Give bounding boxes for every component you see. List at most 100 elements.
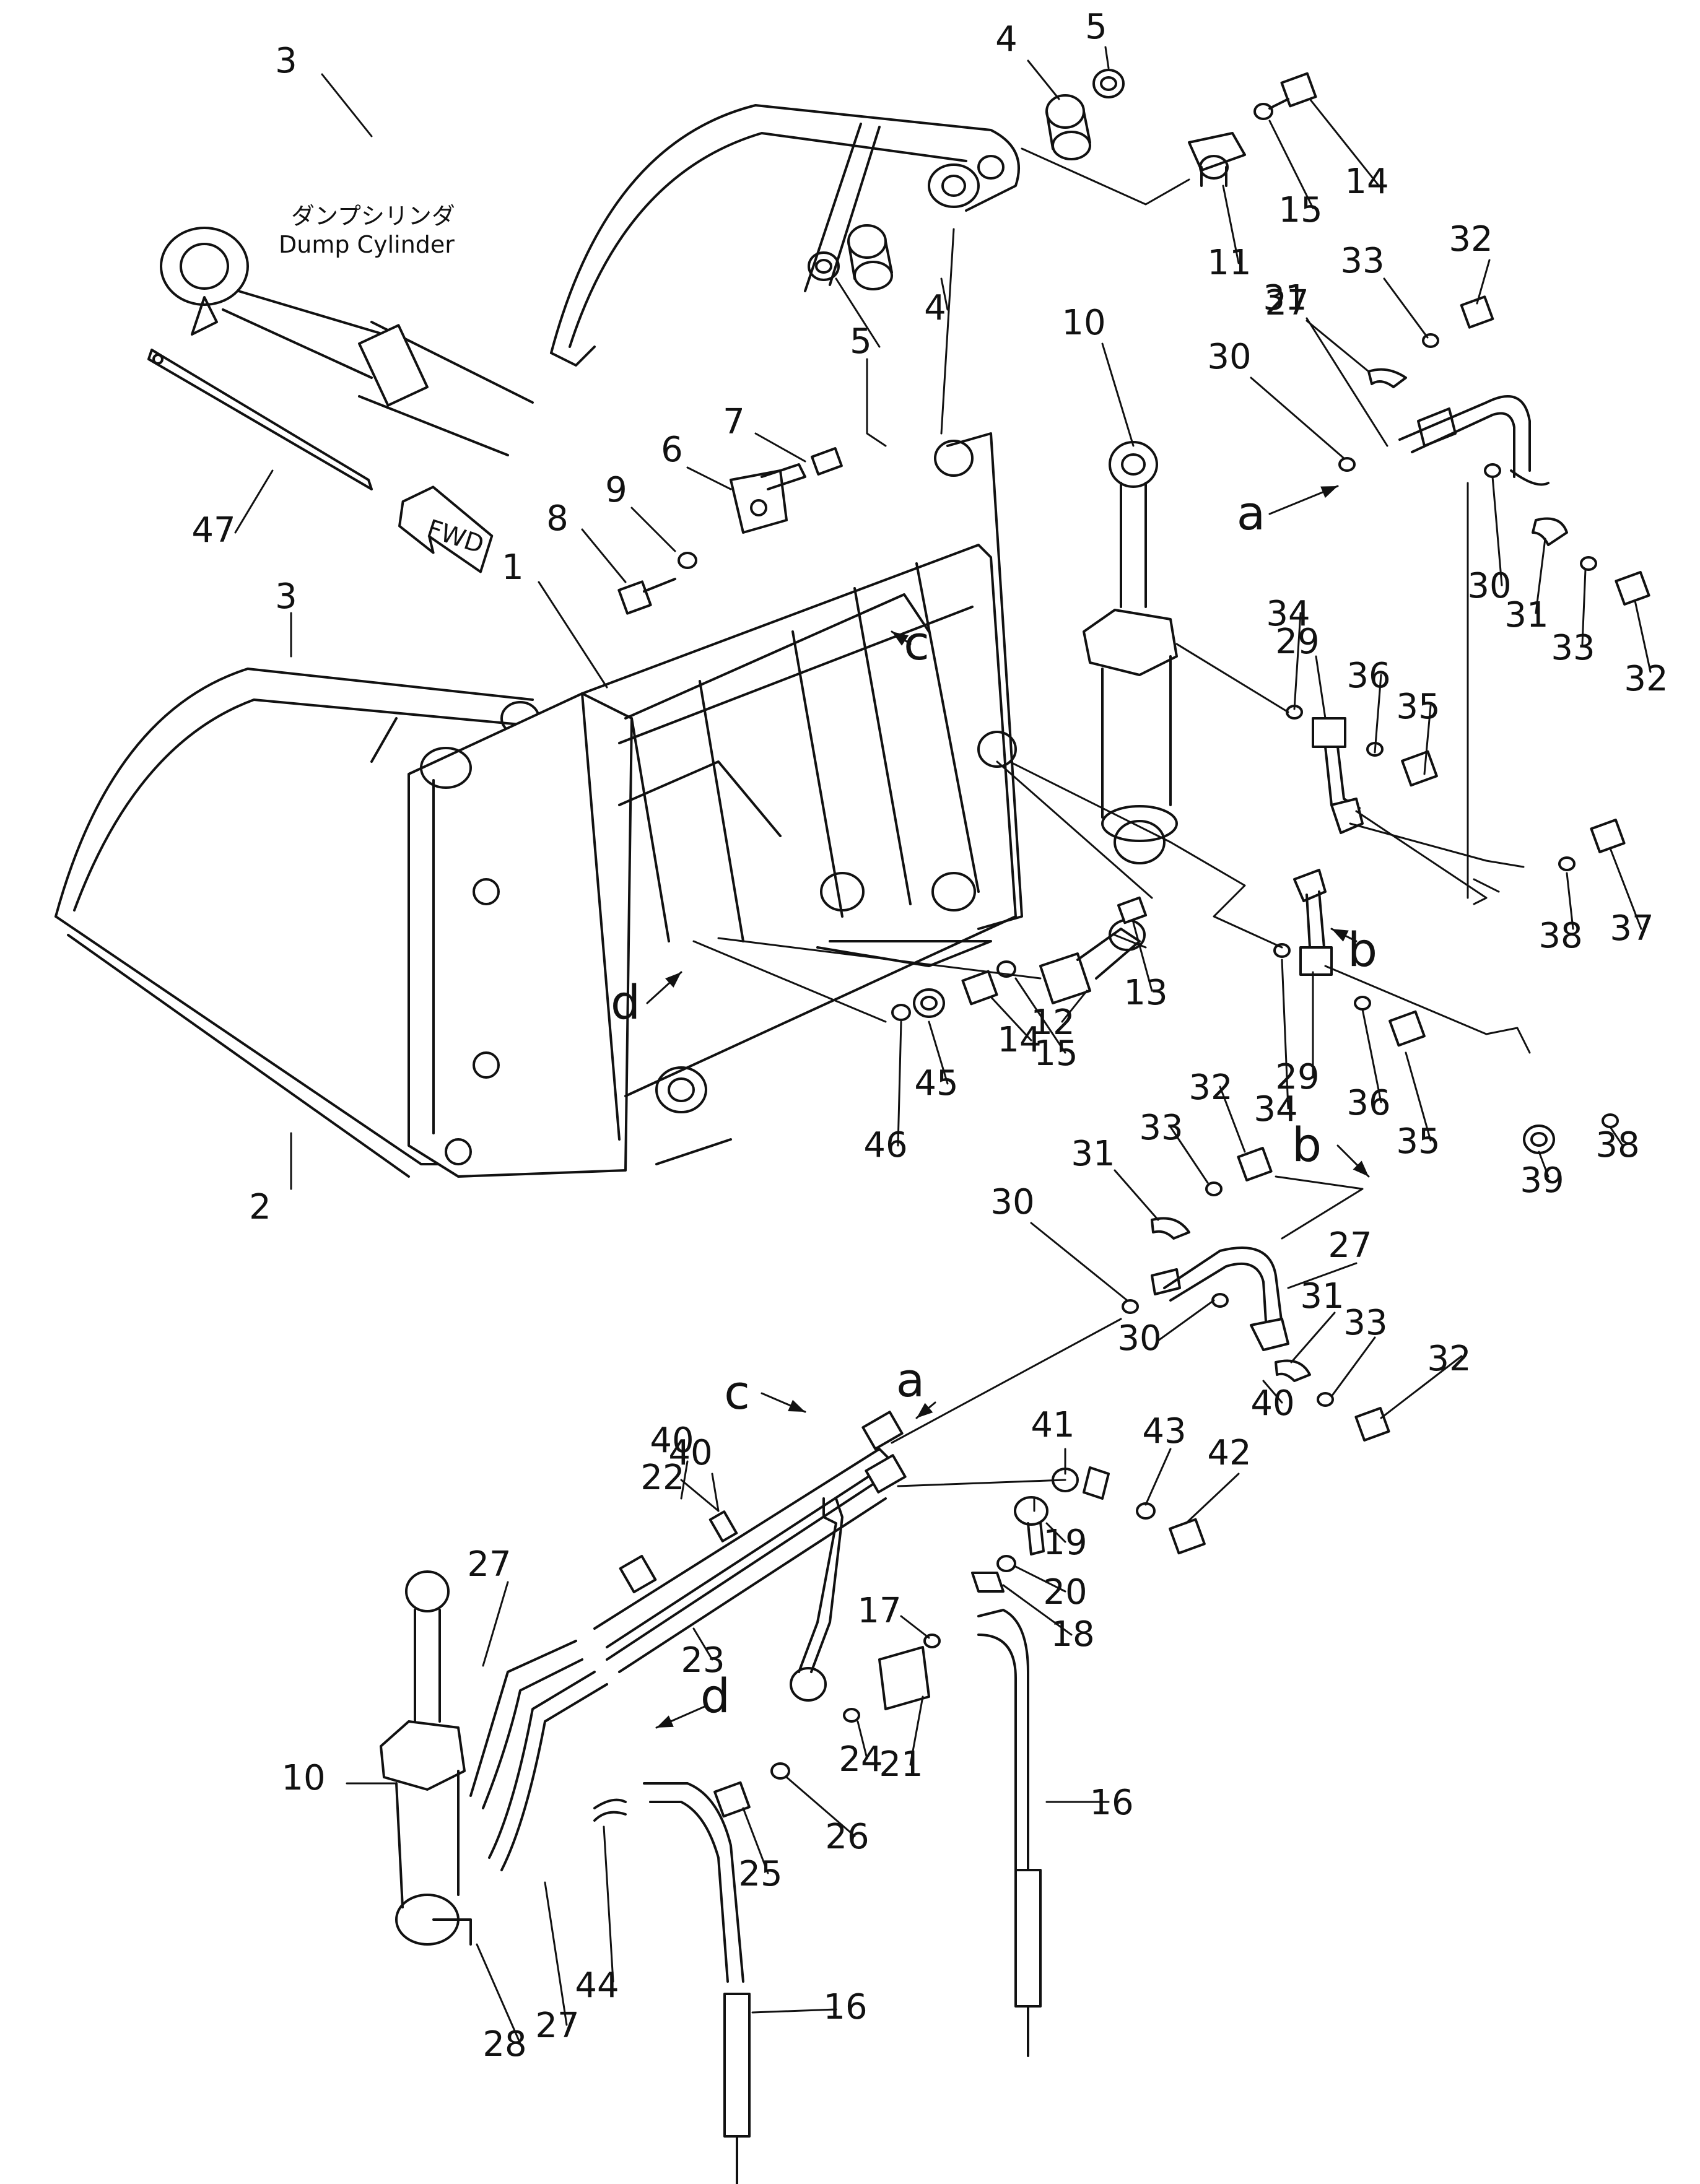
callout-number: 21 xyxy=(879,1744,923,1785)
callout-number: 22 xyxy=(640,1458,684,1498)
split-flange-31-lower-b xyxy=(1275,1359,1311,1382)
callout-number: 3 xyxy=(275,576,297,617)
callout-number: 45 xyxy=(914,1063,958,1103)
bolt-8 xyxy=(617,578,676,615)
callout-leader-line xyxy=(1476,259,1491,305)
callout-number: 14 xyxy=(1345,162,1388,202)
callout-leader-line xyxy=(234,469,274,534)
callout-number: 20 xyxy=(1043,1572,1087,1612)
callout-leader-line xyxy=(754,432,806,463)
bolt-19 xyxy=(1014,1496,1048,1555)
callout-leader-line xyxy=(321,73,373,137)
callout-number: 36 xyxy=(1346,1083,1390,1123)
connection-arrow-head xyxy=(1320,486,1338,498)
callout-leader-line xyxy=(1380,1355,1463,1419)
callout-leader-line xyxy=(1634,599,1652,673)
callout-leader-line xyxy=(544,1881,568,2026)
callout-leader-line xyxy=(928,1020,949,1085)
callout-leader-line xyxy=(1293,612,1302,710)
connection-letter: d xyxy=(611,975,640,1030)
connection-arrow-head xyxy=(917,1403,933,1418)
callout-number: 31 xyxy=(1300,1276,1344,1316)
callout-leader-line xyxy=(1061,990,1088,1023)
callout-number: 8 xyxy=(546,498,569,539)
callout-leader-line xyxy=(785,1776,856,1837)
callout-number: 39 xyxy=(1520,1160,1564,1201)
callout-number: 31 xyxy=(1504,595,1548,635)
callout-leader-line xyxy=(1423,705,1432,775)
pin-plate-12 xyxy=(1039,919,1146,1004)
callout-number: 33 xyxy=(1343,1303,1387,1343)
connection-arrow-head xyxy=(665,972,681,988)
callout-number: 31 xyxy=(1071,1134,1115,1174)
washer-9 xyxy=(678,552,697,569)
connection-letter: b xyxy=(1292,1117,1322,1172)
callout-number: 7 xyxy=(723,402,745,442)
callout-number: 42 xyxy=(1207,1433,1251,1473)
callout-number: 2 xyxy=(249,1187,271,1227)
bolt-37 xyxy=(1590,819,1626,853)
callout-number: 10 xyxy=(281,1758,325,1798)
bolt-32-lower xyxy=(1237,1147,1390,1442)
callout-number: 32 xyxy=(1427,1339,1471,1379)
callout-leader-line xyxy=(1383,277,1429,339)
leader-lines-lower xyxy=(891,1175,1364,1512)
fwd-arrow: FWD xyxy=(398,485,494,573)
callout-leader-line xyxy=(686,466,732,490)
elbow-44 xyxy=(593,1798,627,1822)
callout-number: 18 xyxy=(1050,1614,1094,1655)
leader-lines-upper xyxy=(692,228,1531,1054)
callout-number: 11 xyxy=(1207,243,1251,283)
callout-number: 15 xyxy=(1034,1033,1078,1074)
connection-arrow-head xyxy=(788,1399,805,1412)
callout-number: 15 xyxy=(1278,190,1322,230)
callout-number: 41 xyxy=(1031,1405,1074,1445)
callout-number: 26 xyxy=(825,1817,869,1857)
caption-dump-cylinder: ダンプシリンダ Dump Cylinder xyxy=(279,202,455,258)
callout-number: 46 xyxy=(863,1125,907,1165)
callout-leader-line xyxy=(1250,376,1345,459)
bolt-25 xyxy=(713,1781,751,1818)
connection-arrow-head xyxy=(892,632,909,646)
caption-english: Dump Cylinder xyxy=(279,231,455,258)
connection-arrow-head xyxy=(656,1715,674,1728)
hose-27-left-pair xyxy=(469,1640,608,1871)
washer-33-top xyxy=(1422,333,1439,348)
nut-5-left xyxy=(808,251,840,281)
callout-leader-line xyxy=(1045,1522,1066,1543)
callout-number: 5 xyxy=(1085,7,1107,47)
hose-16-right xyxy=(977,1609,1042,2057)
callout-leader-line xyxy=(1330,1336,1376,1398)
split-flange-31-top xyxy=(1367,368,1407,388)
bolt-13 xyxy=(1117,896,1148,925)
bolt-32-right xyxy=(1615,571,1650,606)
connection-arrows xyxy=(646,485,1370,1729)
callout-number: 1 xyxy=(502,547,524,588)
bolt-14-lower xyxy=(961,970,998,1006)
connection-letter: a xyxy=(896,1352,925,1407)
callout-leader-line xyxy=(940,277,949,311)
callout-leader-line xyxy=(1290,1312,1336,1364)
callout-number: 19 xyxy=(1043,1523,1087,1563)
callout-leader-line xyxy=(1361,1008,1382,1103)
callout-leader-line xyxy=(1491,476,1503,586)
callout-number: 40 xyxy=(668,1433,712,1473)
callout-leader-line xyxy=(1157,1299,1215,1342)
callout-leader-line xyxy=(1306,317,1388,447)
callout-leader-line xyxy=(1104,46,1110,69)
callout-labels: 1233445567891010111213141415151616171819… xyxy=(191,7,1668,2064)
split-flange-31-lower-a xyxy=(1151,1217,1190,1240)
callout-number: 40 xyxy=(650,1420,694,1461)
callout-leader-line xyxy=(1262,1380,1283,1404)
callout-number: 12 xyxy=(1031,1003,1074,1043)
callout-leader-line xyxy=(1281,959,1289,1110)
callout-leader-line xyxy=(1581,568,1587,645)
callout-number: 33 xyxy=(1340,241,1384,281)
pipe-29-upper xyxy=(1312,717,1364,834)
callout-leader-line xyxy=(603,1825,614,1983)
upper-tine-arm xyxy=(550,104,1020,367)
callout-leader-line xyxy=(1374,674,1382,754)
callout-number: 24 xyxy=(839,1739,883,1780)
callout-number: 30 xyxy=(990,1182,1034,1222)
callout-leader-line xyxy=(897,1020,902,1147)
